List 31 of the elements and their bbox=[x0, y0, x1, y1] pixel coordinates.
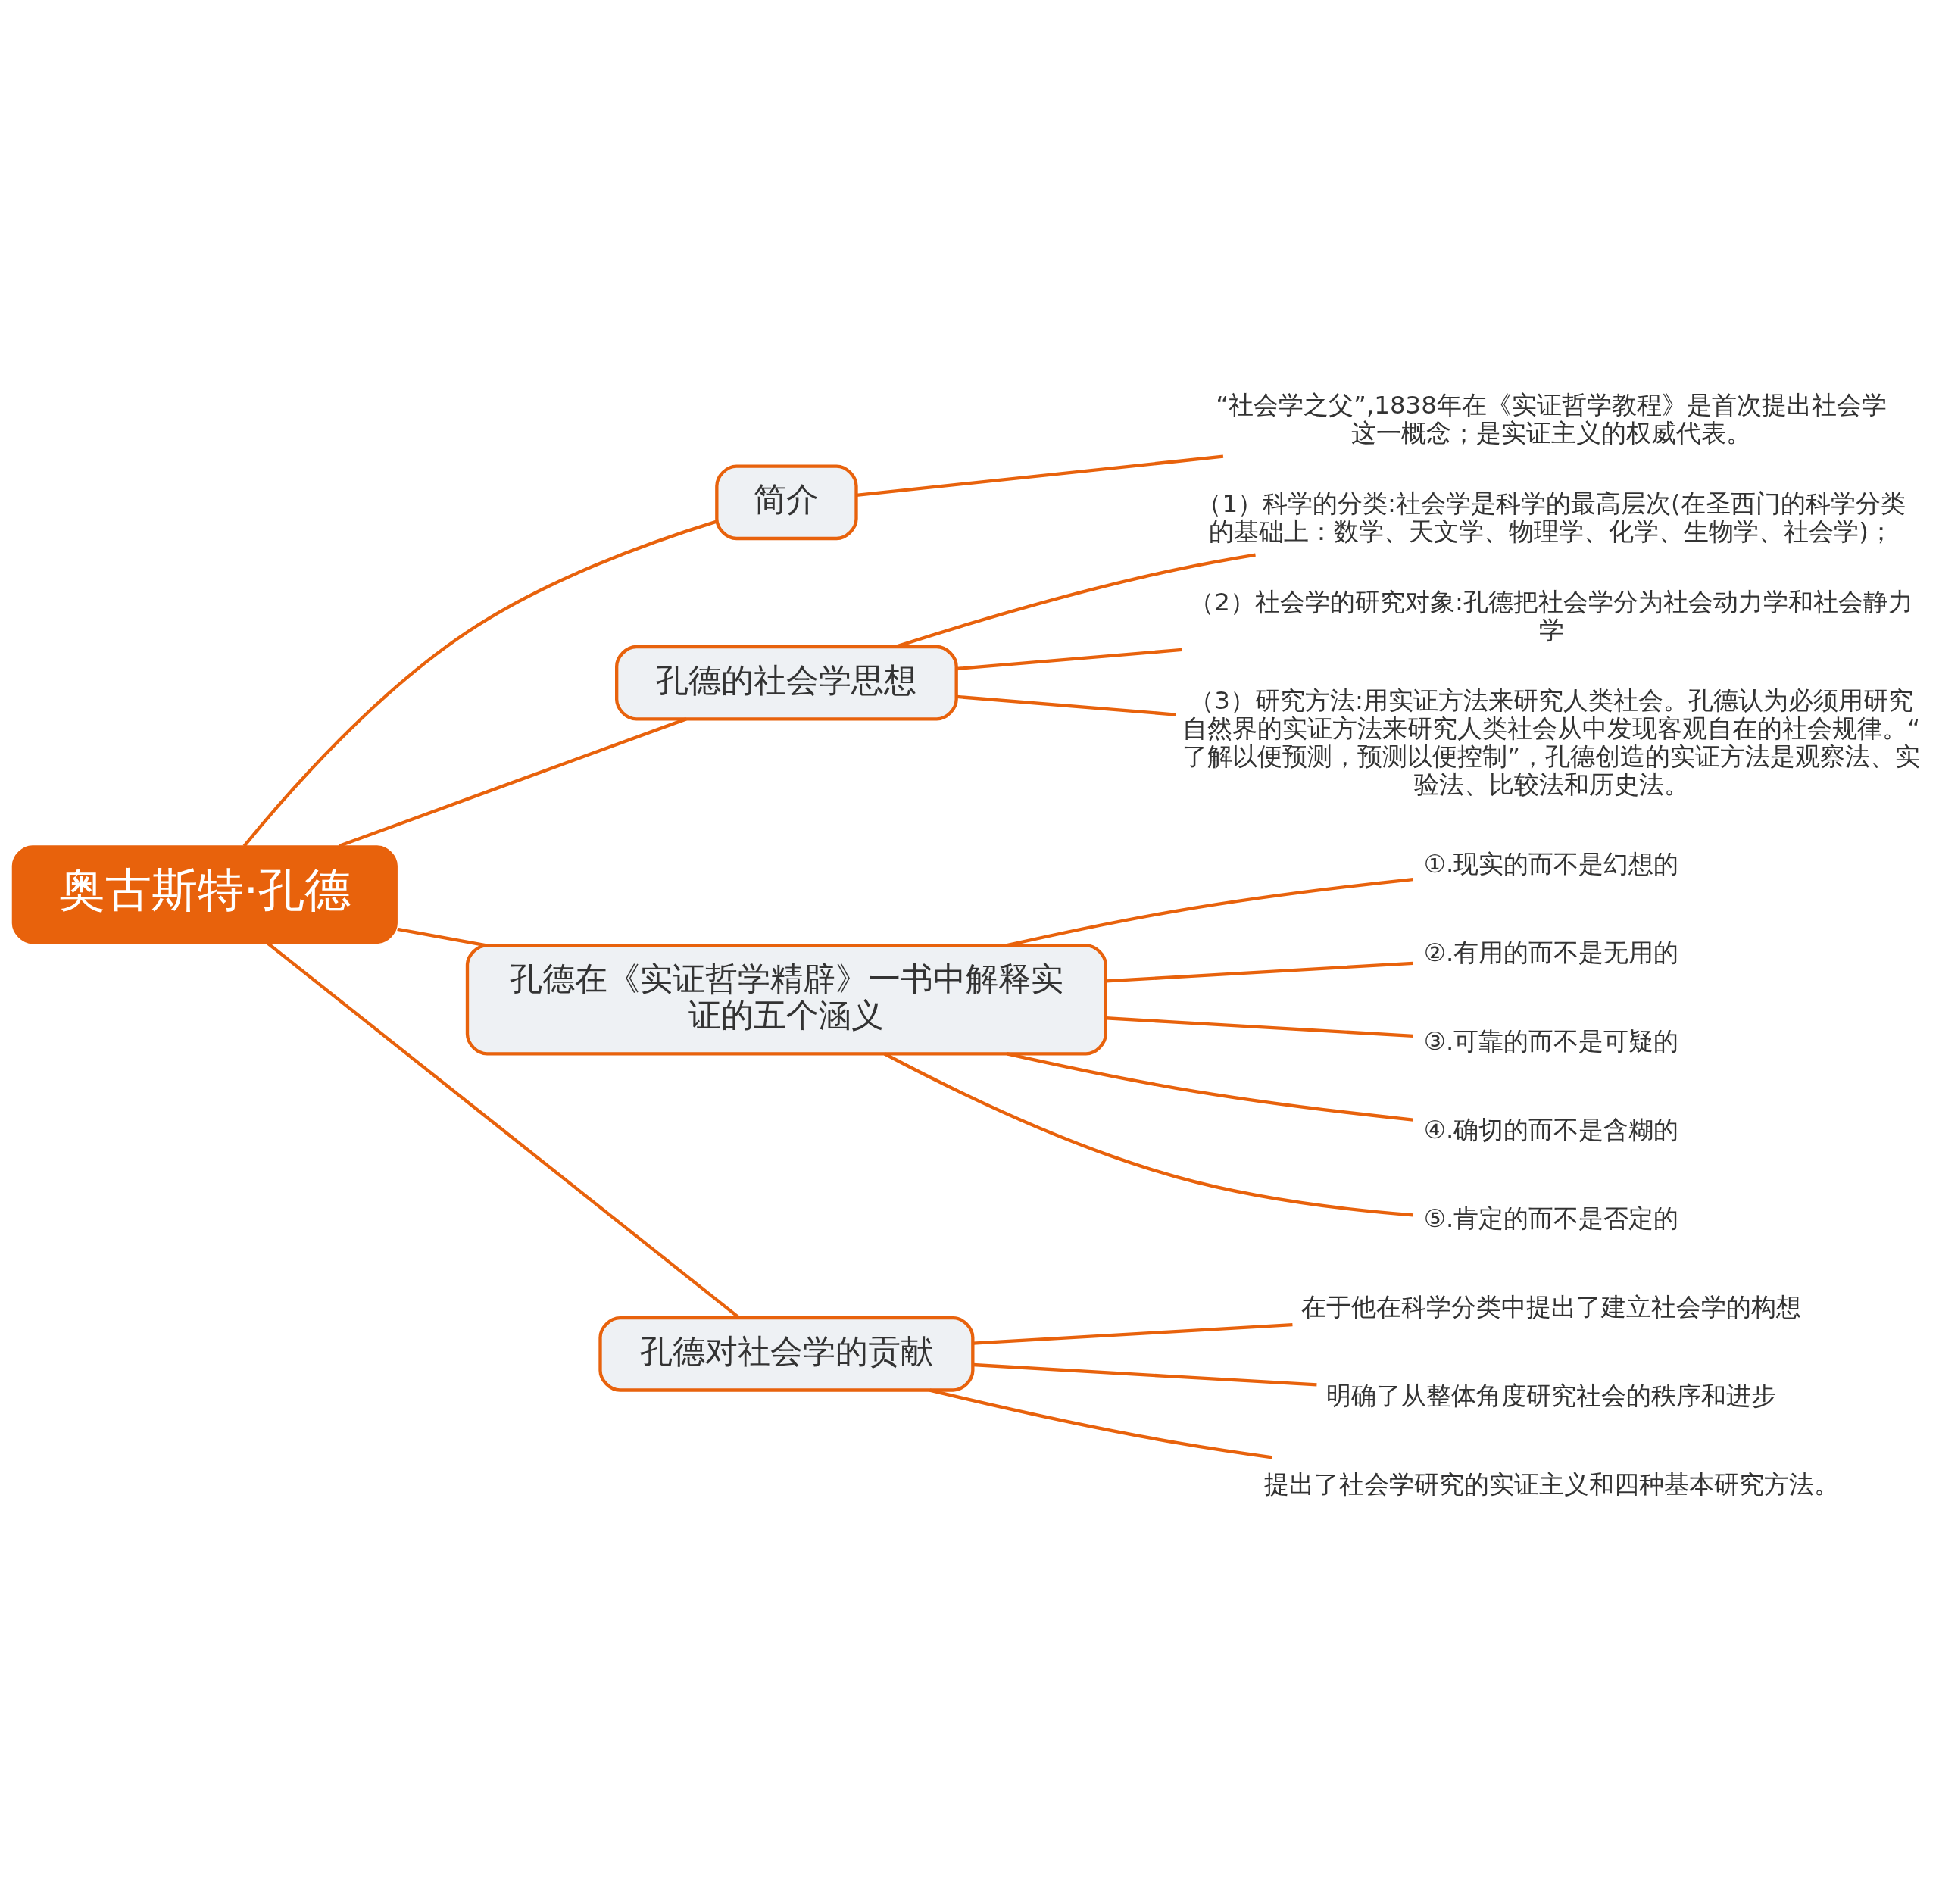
node-text: “社会学之父”,1838年在《实证哲学教程》是首次提出社会学这一概念；是实证主义的权威代表。 bbox=[1216, 391, 1887, 448]
connector bbox=[856, 454, 1224, 497]
connector bbox=[883, 1052, 1414, 1217]
node-text: 在于他在科学分类中提出了建立社会学的构想 bbox=[1301, 1292, 1802, 1322]
node-text: ②.有用的而不是无用的 bbox=[1423, 938, 1679, 967]
connector bbox=[1007, 1052, 1413, 1122]
connector bbox=[973, 1362, 1317, 1387]
node-text: ④.确切的而不是含糊的 bbox=[1423, 1115, 1679, 1144]
node-box: 简介 bbox=[715, 464, 858, 541]
node-box: 奥古斯特·孔德 bbox=[11, 845, 398, 944]
connector bbox=[1007, 877, 1413, 947]
node-text: ①.现实的而不是幻想的 bbox=[1423, 849, 1679, 879]
node-text: 明确了从整体角度研究社会的秩序和进步 bbox=[1326, 1381, 1777, 1410]
node-text: ③.可靠的而不是可疑的 bbox=[1423, 1026, 1679, 1056]
connector bbox=[242, 520, 717, 847]
node-text: 提出了社会学研究的实证主义和四种基本研究方法。 bbox=[1263, 1469, 1839, 1499]
connector bbox=[956, 694, 1176, 716]
node-text: （2）社会学的研究对象:孔德把社会学分为社会动力学和社会静力学 bbox=[1189, 588, 1913, 645]
connector bbox=[956, 648, 1182, 671]
node-box: 孔德的社会学思想 bbox=[615, 645, 958, 721]
connector bbox=[397, 927, 487, 947]
node-text: （1）科学的分类:社会学是科学的最高层次(在圣西门的科学分类的基础上：数学、天文学、物理学、化学、生物学、社会学)； bbox=[1197, 489, 1906, 547]
node-box: 孔德在《实证哲学精辟》一书中解释实证的五个涵义 bbox=[465, 944, 1107, 1056]
node-text: ⑤.肯定的而不是否定的 bbox=[1423, 1203, 1679, 1233]
connector bbox=[929, 1388, 1273, 1459]
node-box: 孔德对社会学的贡献 bbox=[598, 1316, 975, 1392]
connector bbox=[973, 1322, 1293, 1345]
connector bbox=[1106, 1016, 1413, 1038]
connector bbox=[1106, 961, 1413, 983]
connector bbox=[338, 717, 687, 848]
node-text: （3）研究方法:用实证方法来研究人类社会。孔德认为必须用研究自然界的实证方法来研究人类社会从中发现客观自在的社会规律。“了解以便预测，预测以便控制”，孔德创造的实证方法是观察法、实验法、比较法和历史法。 bbox=[1182, 686, 1921, 799]
